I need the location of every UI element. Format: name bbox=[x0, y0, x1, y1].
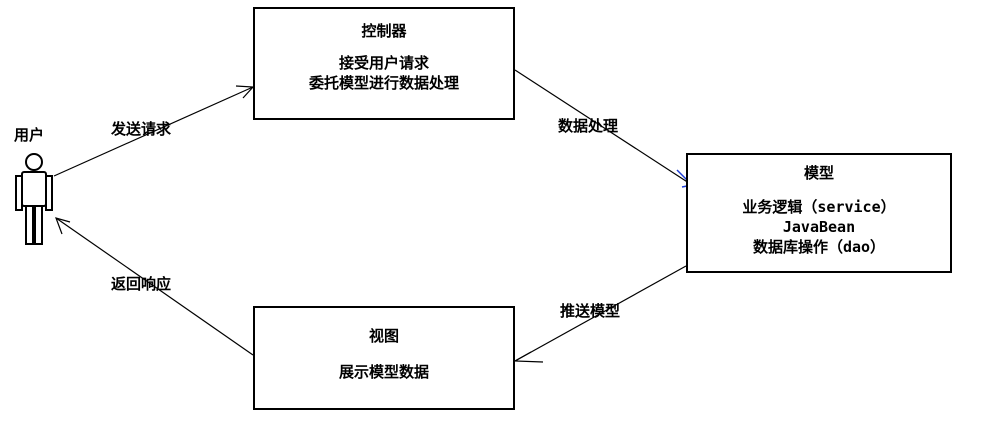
model-line: JavaBean bbox=[782, 218, 856, 236]
model-line: 业务逻辑（service） bbox=[742, 198, 896, 216]
user-icon bbox=[15, 153, 53, 245]
edge-label-send-request: 发送请求 bbox=[111, 120, 172, 138]
model-box: 模型 业务逻辑（service） JavaBean 数据库操作（dao） bbox=[686, 153, 952, 273]
edge-label-return-response: 返回响应 bbox=[111, 275, 172, 293]
model-title: 模型 bbox=[803, 164, 834, 182]
arrow-view-to-user bbox=[55, 217, 254, 356]
edge-label-push-model: 推送模型 bbox=[560, 302, 621, 320]
view-title: 视图 bbox=[368, 327, 399, 345]
model-line: 数据库操作（dao） bbox=[752, 238, 886, 256]
controller-box: 控制器 接受用户请求 委托模型进行数据处理 bbox=[253, 7, 515, 120]
controller-title: 控制器 bbox=[361, 22, 407, 40]
user-label: 用户 bbox=[14, 126, 45, 144]
arrow-model-to-view bbox=[512, 265, 687, 363]
controller-line: 接受用户请求 bbox=[338, 54, 429, 72]
view-line: 展示模型数据 bbox=[338, 363, 429, 381]
view-box: 视图 展示模型数据 bbox=[253, 306, 515, 410]
controller-line: 委托模型进行数据处理 bbox=[308, 74, 459, 92]
edge-label-data-processing: 数据处理 bbox=[558, 117, 619, 135]
